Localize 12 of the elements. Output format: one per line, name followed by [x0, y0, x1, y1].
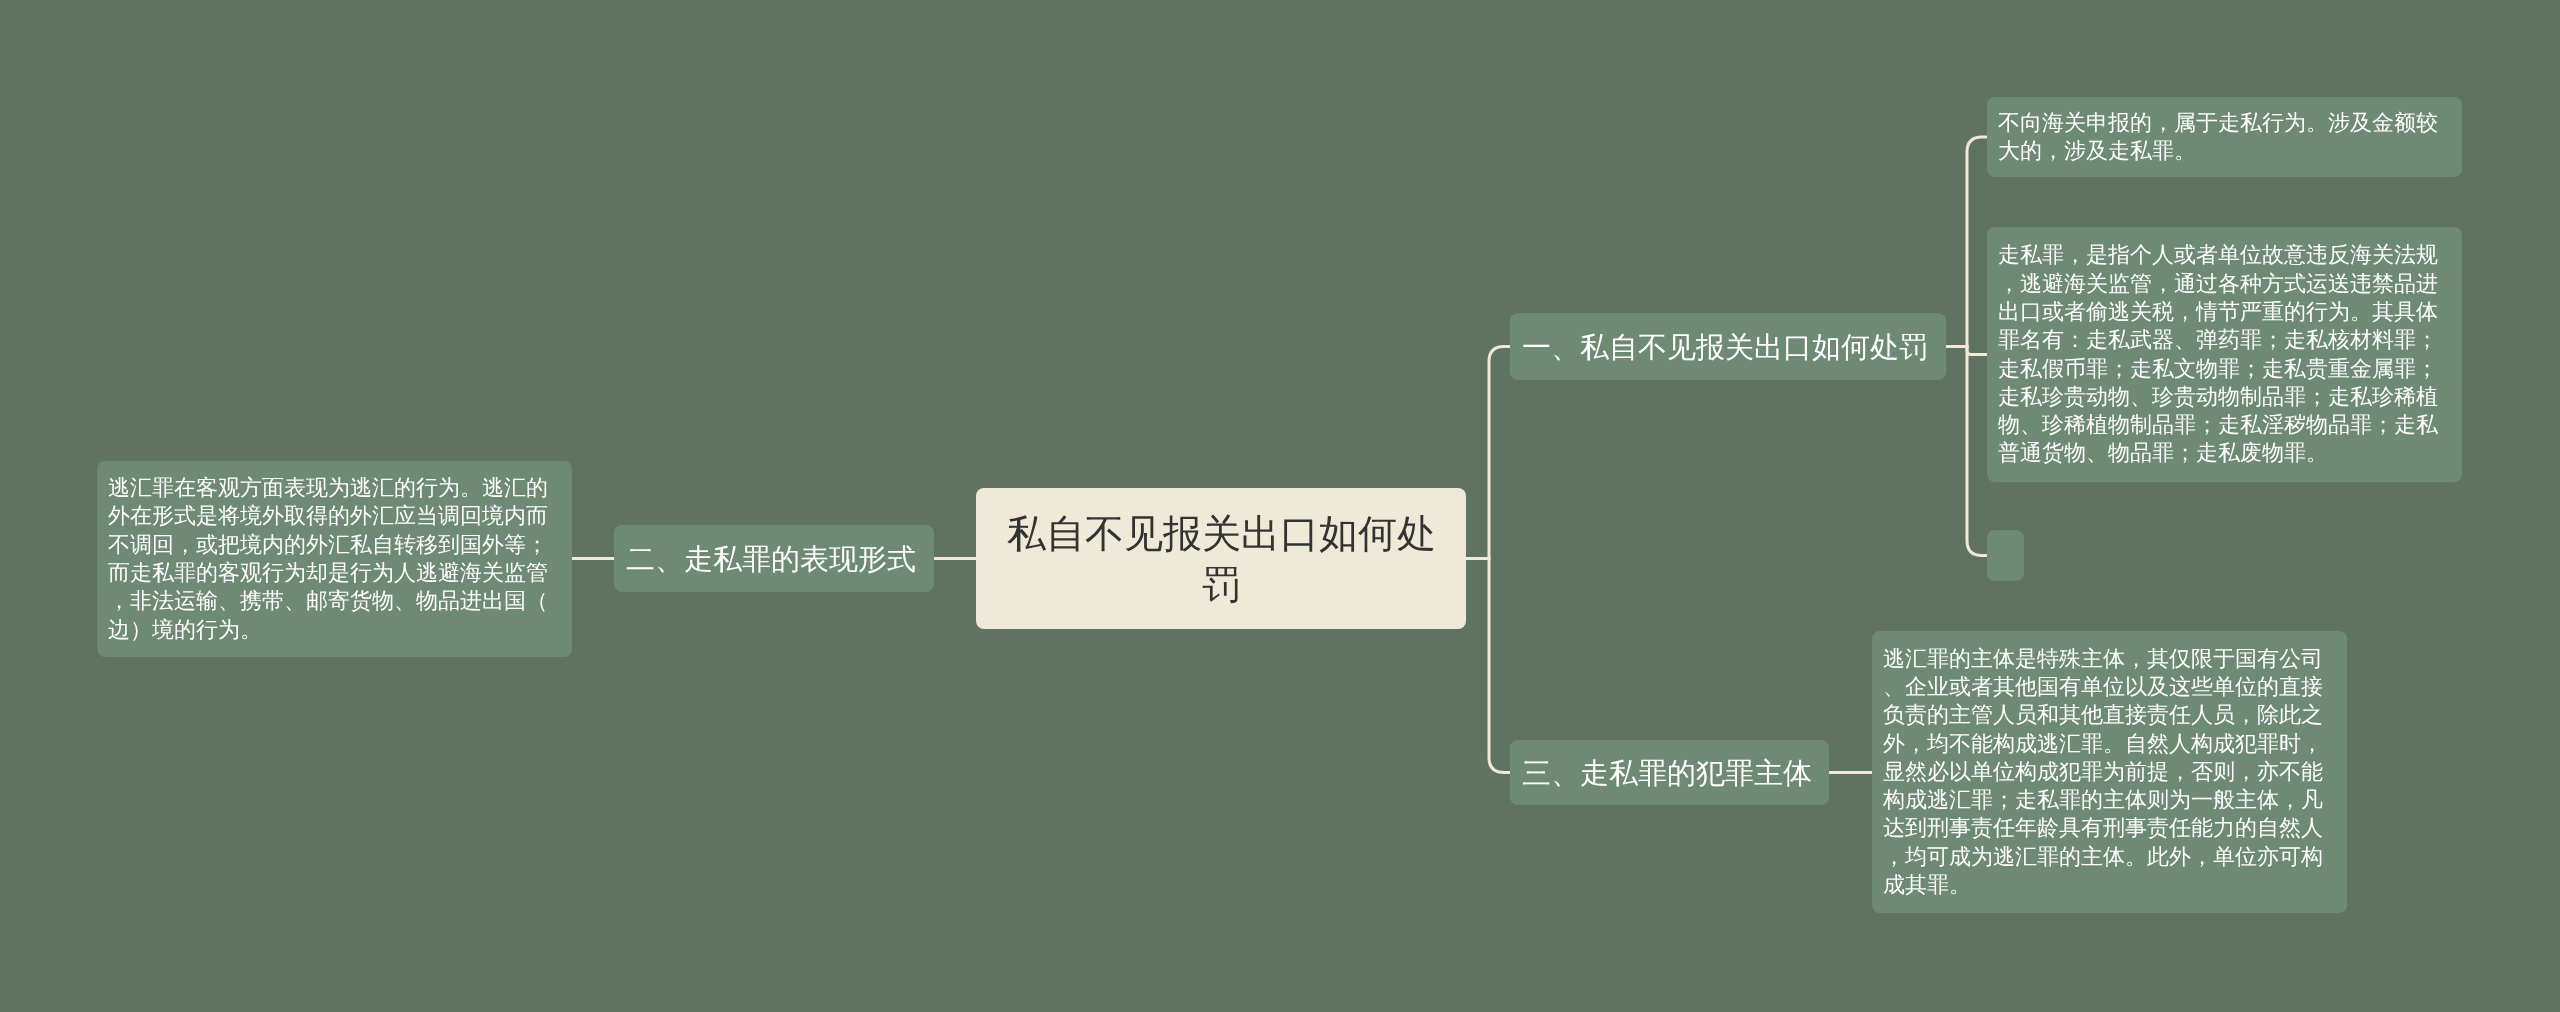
- subtopic-box: 一、私自不见报关出口如何处罚: [1510, 313, 1946, 380]
- note-box: 不向海关申报的，属于走私行为。涉及金额较大的，涉及走私罪。: [1987, 97, 2462, 177]
- note-box: 逃汇罪在客观方面表现为逃汇的行为。逃汇的外在形式是将境外取得的外汇应当调回境内而不调回，或把境内的外汇私自转移到国外等；而走私罪的客观行为却是行为人逃避海关监管，非法运输、携带、邮寄货物、物品进出国（边）境的行为。: [97, 461, 572, 657]
- subtopic-box: 三、走私罪的犯罪主体: [1510, 740, 1829, 805]
- empty-box: [1987, 530, 2024, 581]
- subtopic-box: 二、走私罪的表现形式: [614, 525, 934, 592]
- connector-line: [572, 557, 614, 560]
- connector-line: [934, 557, 976, 560]
- note-box: 逃汇罪的主体是特殊主体，其仅限于国有公司、企业或者其他国有单位以及这些单位的直接负责的主管人员和其他直接责任人员，除此之外，均不能构成逃汇罪。自然人构成犯罪时，显然必以单位构成犯罪为前提，否则，亦不能构成逃汇罪；走私罪的主体则为一般主体，凡达到刑事责任年龄具有刑事责任能力的自然人，均可成为逃汇罪的主体。此外，单位亦可构成其罪。: [1872, 631, 2347, 913]
- main-topic-box: 私自不见报关出口如何处罚: [976, 488, 1466, 629]
- connector-line: [1829, 771, 1872, 774]
- note-box: 走私罪，是指个人或者单位故意违反海关法规，逃避海关监管，通过各种方式运送违禁品进出口或者偷逃关税，情节严重的行为。其具体罪名有：走私武器、弹药罪；走私核材料罪；走私假币罪；走私文物罪；走私贵重金属罪；走私珍贵动物、珍贵动物制品罪；走私珍稀植物、珍稀植物制品罪；走私淫秽物品罪；走私普通货物、物品罪；走私废物罪。: [1987, 227, 2462, 482]
